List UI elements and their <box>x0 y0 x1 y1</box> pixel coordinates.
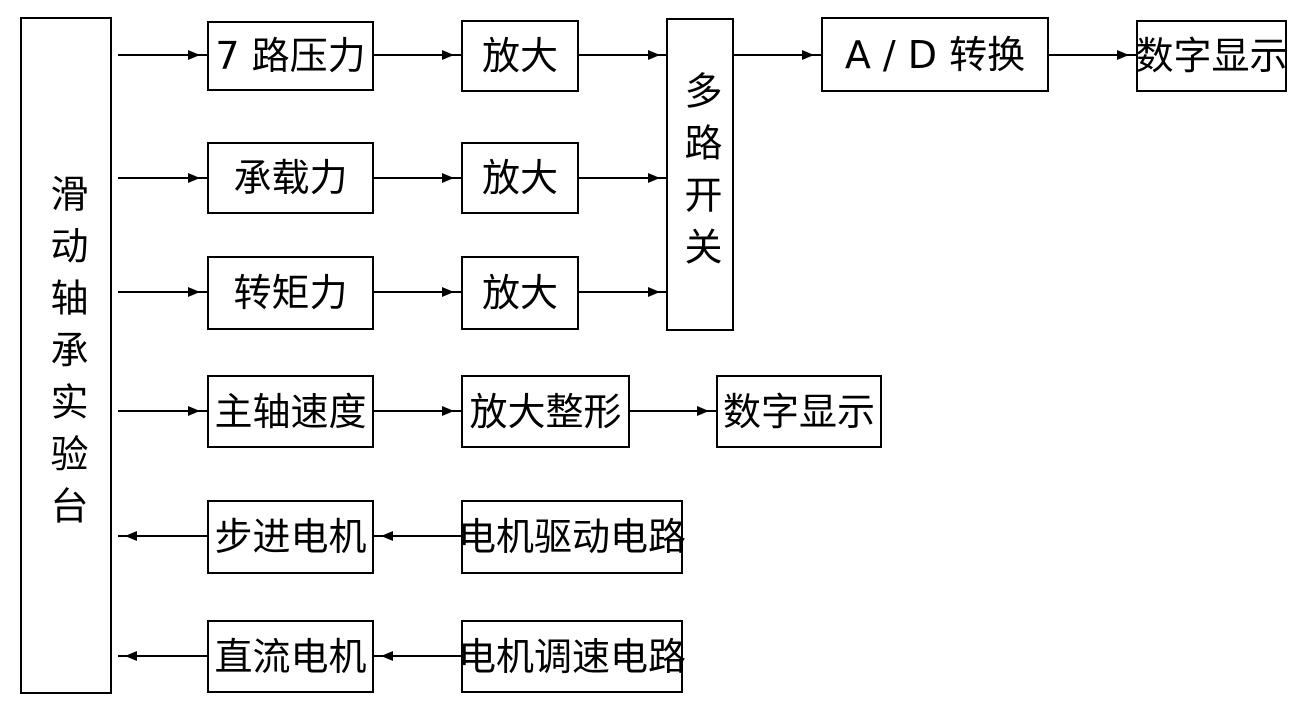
pressure-sensor-label: 7 路压力 <box>215 34 366 78</box>
ad-converter-box: A / D 转换 <box>821 17 1049 92</box>
dc-motor-label: 直流电机 <box>214 634 367 679</box>
speed-display-label: 数字显示 <box>722 389 875 434</box>
dc-motor-box: 直流电机 <box>207 620 374 693</box>
load-sensor-box: 承载力 <box>207 142 374 214</box>
ad-display-label: 数字显示 <box>1135 34 1288 78</box>
speed-display-box: 数字显示 <box>716 375 882 448</box>
multiplexer-label: 多路开关 <box>678 70 722 279</box>
test-bench-box: 滑动轴承实验台 <box>20 17 112 694</box>
torque-sensor-box: 转矩力 <box>207 256 374 330</box>
test-bench-label: 滑动轴承实验台 <box>44 173 88 538</box>
amplifier-2-label: 放大 <box>481 156 558 200</box>
motor-speed-control-box: 电机调速电路 <box>458 620 687 693</box>
pressure-sensor-box: 7 路压力 <box>207 21 374 91</box>
amplifier-shaping-box: 放大整形 <box>461 375 630 448</box>
amplifier-1-label: 放大 <box>481 34 558 78</box>
motor-speed-control-label: 电机调速电路 <box>458 634 687 679</box>
load-sensor-label: 承载力 <box>233 156 348 200</box>
amplifier-shaping-label: 放大整形 <box>469 389 622 434</box>
stepper-motor-box: 步进电机 <box>207 500 374 574</box>
stepper-motor-label: 步进电机 <box>214 515 367 559</box>
ad-display-box: 数字显示 <box>1135 20 1288 92</box>
torque-sensor-label: 转矩力 <box>233 271 348 315</box>
amplifier-3-label: 放大 <box>481 271 558 315</box>
motor-drive-circuit-label: 电机驱动电路 <box>458 515 687 559</box>
spindle-speed-box: 主轴速度 <box>207 375 374 448</box>
multiplexer-box: 多路开关 <box>666 18 734 331</box>
ad-converter-label: A / D 转换 <box>844 32 1026 77</box>
spindle-speed-label: 主轴速度 <box>214 389 367 434</box>
amplifier-1-box: 放大 <box>461 20 579 92</box>
amplifier-3-box: 放大 <box>461 256 579 330</box>
motor-drive-circuit-box: 电机驱动电路 <box>458 500 687 574</box>
amplifier-2-box: 放大 <box>461 142 579 214</box>
